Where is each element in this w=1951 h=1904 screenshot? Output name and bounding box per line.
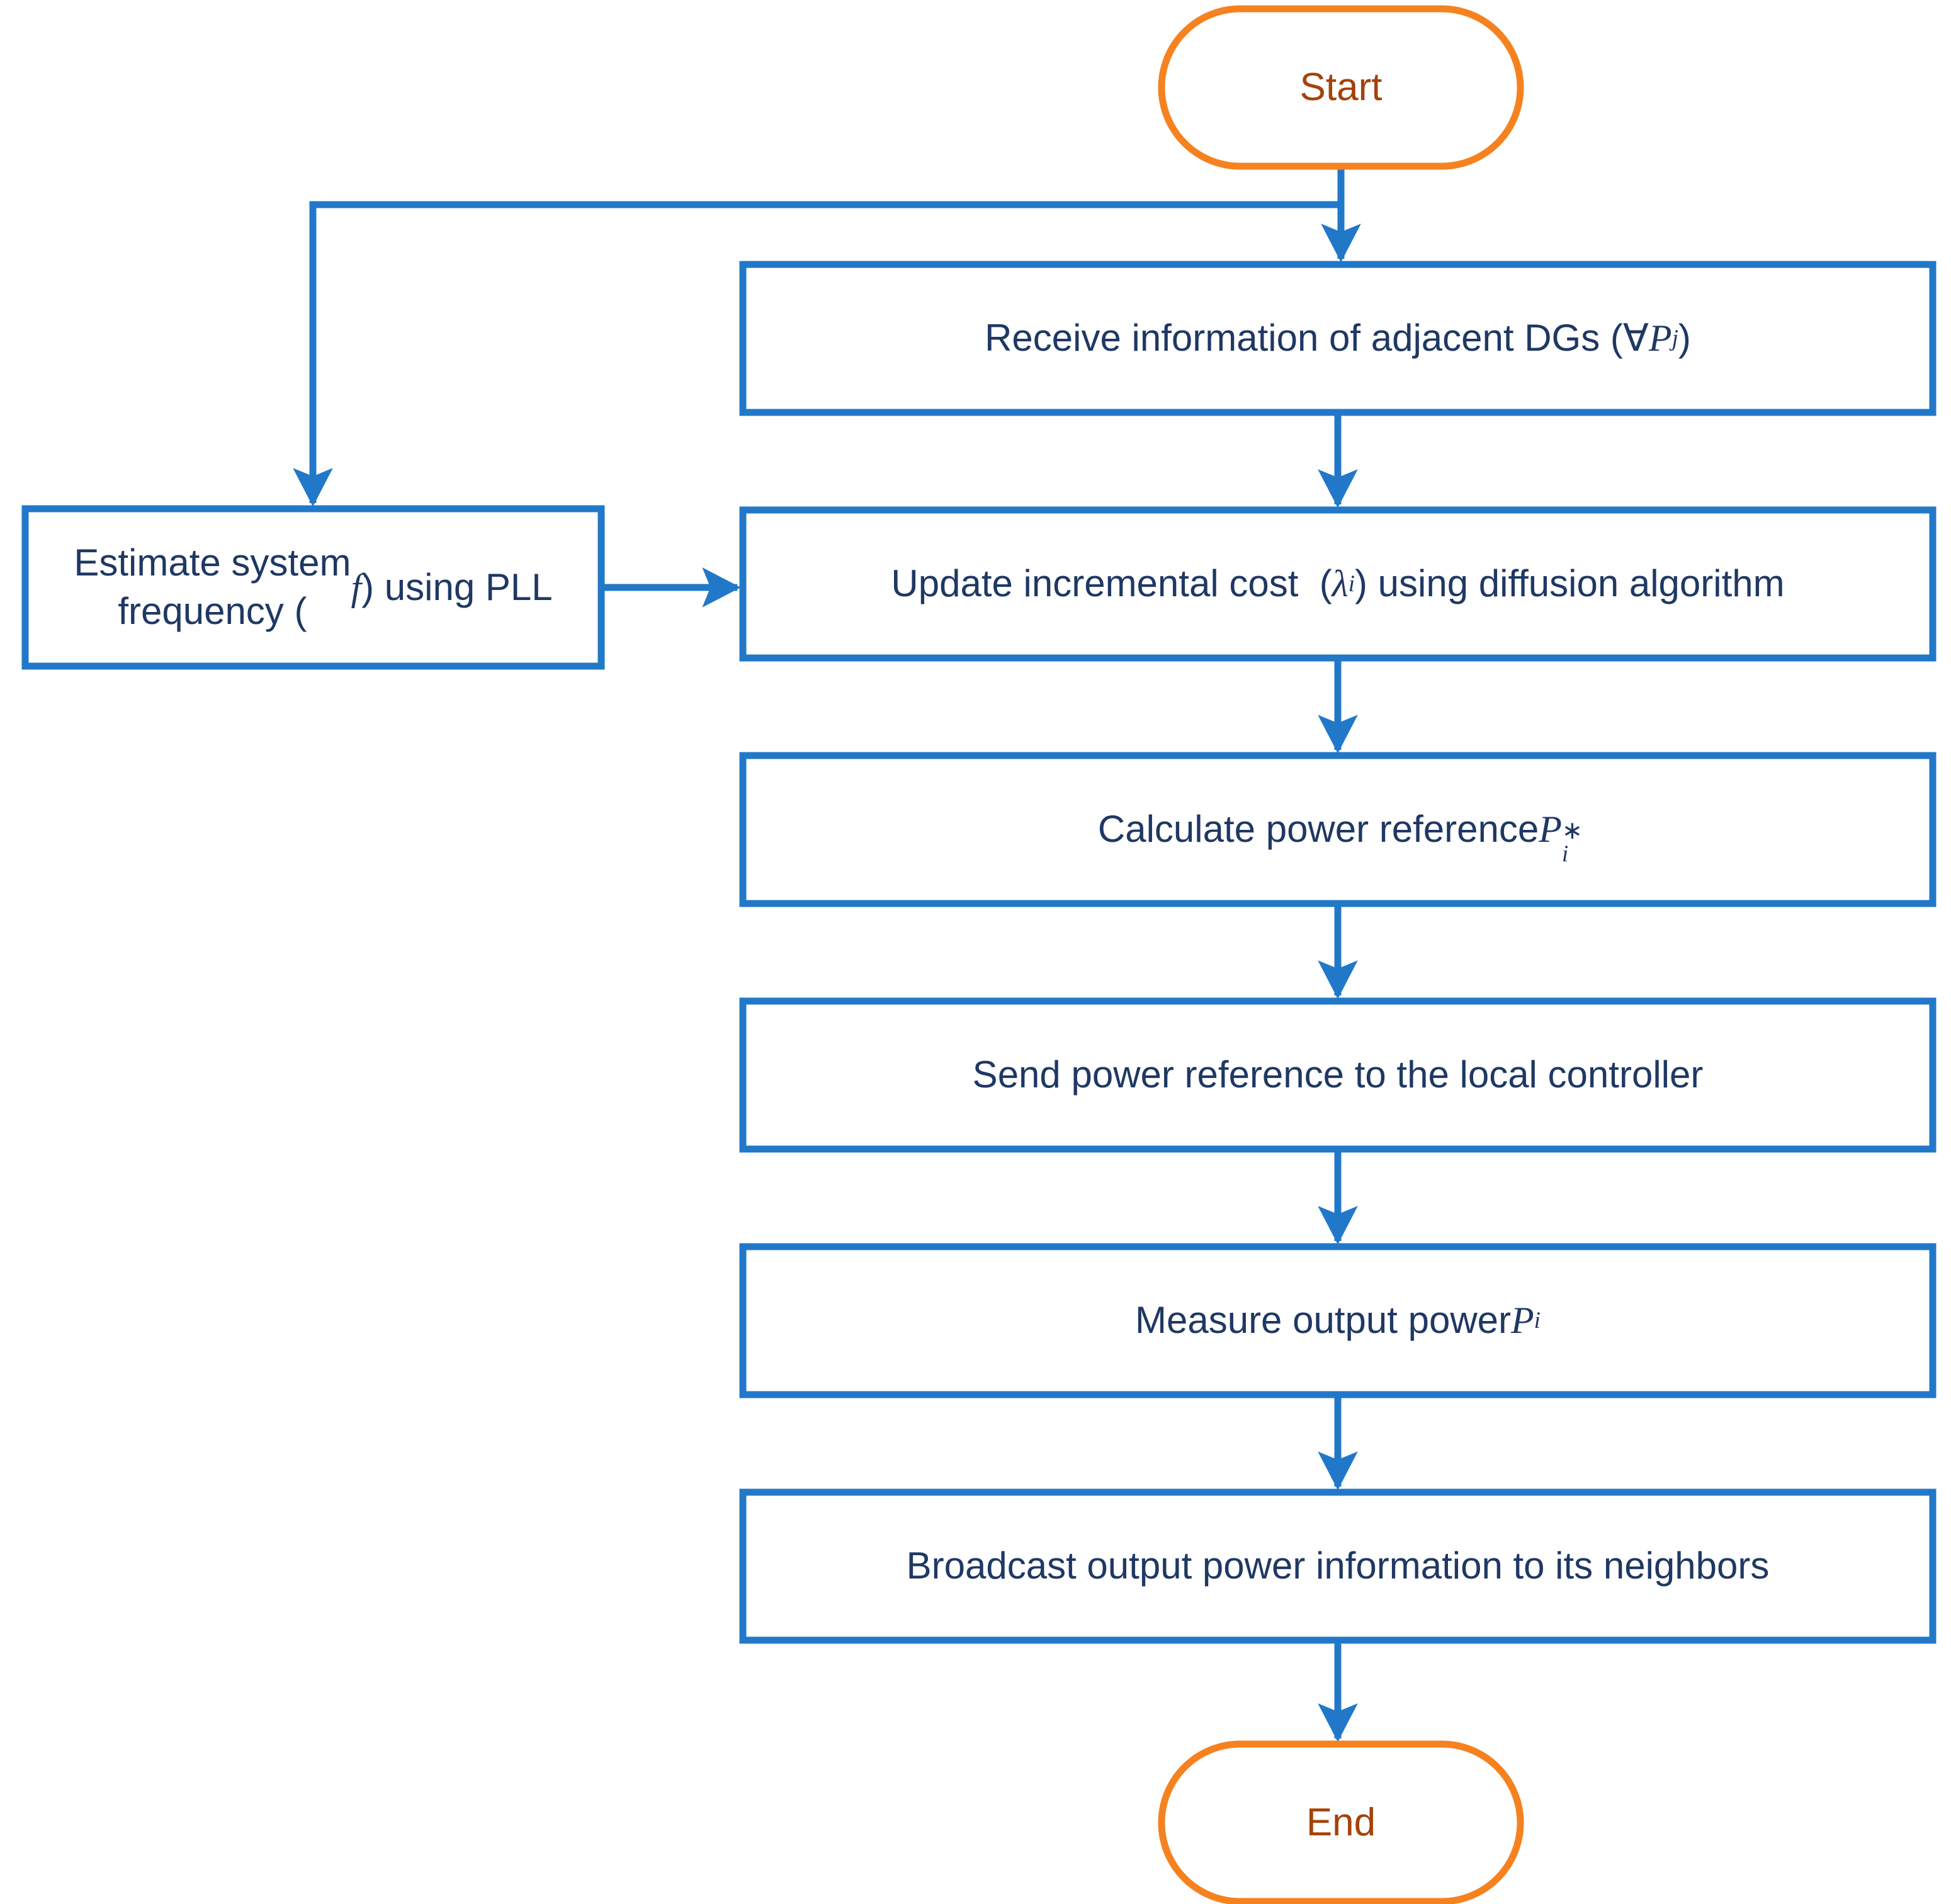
node-receive-shape[interactable] [739,261,1937,416]
node-end-shape[interactable] [1158,1740,1524,1904]
node-calculate-shape[interactable] [739,752,1937,907]
node-send-shape[interactable] [739,997,1937,1153]
node-broadcast-shape[interactable] [739,1488,1937,1644]
node-measure-shape[interactable] [739,1243,1937,1398]
node-update-shape[interactable] [739,506,1937,662]
node-estimate-shape[interactable] [21,505,605,670]
edge-start-to-estimate [293,201,1341,507]
node-start-shape[interactable] [1158,5,1524,170]
